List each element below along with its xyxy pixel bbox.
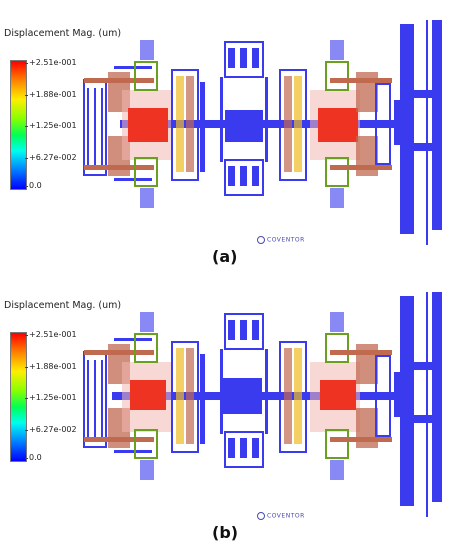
legend-tick: +2.51e-001 xyxy=(25,58,77,67)
legend-tick: +2.51e-001 xyxy=(25,330,77,339)
coventor-logo-icon xyxy=(257,236,265,244)
colorbar xyxy=(10,60,27,190)
legend-tick: +6.27e-002 xyxy=(25,425,77,434)
legend-tick: 0.0 xyxy=(25,453,42,462)
panel-b: Displacement Mag. (um) +2.51e-001 +1.88e… xyxy=(0,272,450,542)
legend-title: Displacement Mag. (um) xyxy=(4,300,122,311)
coventor-logo-icon xyxy=(257,512,265,520)
mems-device-b xyxy=(83,292,442,517)
coventor-watermark: COVENTOR xyxy=(257,236,305,244)
caption-a: (a) xyxy=(212,247,238,266)
panel-a: Displacement Mag. (um) +2.51e-001 +1.88e… xyxy=(0,0,450,266)
legend-tick: +1.25e-001 xyxy=(25,393,77,402)
legend-title: Displacement Mag. (um) xyxy=(4,28,122,39)
legend-tick: +1.88e-001 xyxy=(25,362,77,371)
caption-b: (b) xyxy=(212,523,239,542)
mems-device-a xyxy=(83,20,442,245)
colorbar xyxy=(10,332,27,462)
legend-tick: 0.0 xyxy=(25,181,42,190)
coventor-watermark: COVENTOR xyxy=(257,512,305,520)
legend-tick: +1.25e-001 xyxy=(25,121,77,130)
legend-tick: +1.88e-001 xyxy=(25,90,77,99)
legend-tick: +6.27e-002 xyxy=(25,153,77,162)
